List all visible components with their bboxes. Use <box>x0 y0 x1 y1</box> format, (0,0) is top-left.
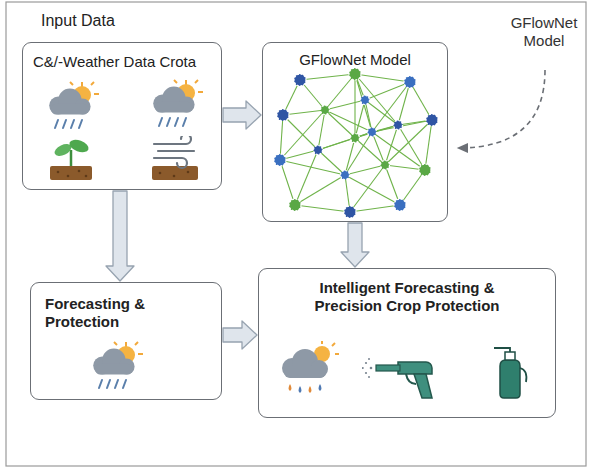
block-arrow <box>341 223 369 267</box>
process-box: Forecasting & Protection <box>30 282 222 400</box>
network-link <box>318 132 372 150</box>
box-title: C&/-Weather Data Crota <box>33 53 211 71</box>
network-node <box>349 68 361 80</box>
network-link <box>425 120 432 170</box>
network-node <box>289 199 301 211</box>
network-link <box>355 74 410 82</box>
network-link <box>350 205 400 212</box>
network-link <box>345 175 400 205</box>
network-node <box>341 171 350 180</box>
network-link <box>345 138 355 175</box>
network-node <box>381 161 390 170</box>
network-link <box>410 82 432 120</box>
network-node <box>368 128 377 137</box>
network-link <box>280 160 345 175</box>
network-link <box>355 125 398 138</box>
box-title: GFlowNet Model <box>271 51 439 69</box>
rain-icon <box>282 341 339 393</box>
network-link <box>372 132 385 165</box>
frame <box>6 2 586 466</box>
network-link <box>345 132 372 175</box>
box-title: Forecasting & Protection <box>45 295 169 331</box>
model-box: GFlowNet Model <box>262 42 448 222</box>
network-node <box>314 146 323 155</box>
network-link <box>295 150 318 205</box>
weather-icon <box>153 80 203 126</box>
sprayer-bottle-icon <box>494 348 526 398</box>
network-link <box>295 205 350 212</box>
spray-gun-icon <box>362 358 432 398</box>
network-node <box>394 121 403 130</box>
network-link <box>398 82 410 125</box>
block-arrow <box>223 101 261 129</box>
network-node <box>351 134 360 143</box>
network-link <box>355 100 365 138</box>
block-arrow <box>223 321 257 349</box>
weather-icon <box>93 342 143 388</box>
network-link <box>398 125 425 170</box>
side-label: GFlowNet Model <box>500 14 588 50</box>
network-node <box>274 154 286 166</box>
network-link <box>280 160 295 205</box>
plant-icon <box>50 137 92 180</box>
network-link <box>325 110 355 138</box>
network-link <box>385 125 398 165</box>
network-node <box>394 199 406 211</box>
network-node <box>426 114 438 126</box>
network-node <box>321 106 330 115</box>
network-link <box>318 110 325 150</box>
network-link <box>280 115 283 160</box>
dashed-arrow <box>458 70 545 148</box>
network-node <box>419 164 431 176</box>
weather-icon <box>49 82 99 128</box>
box-title: Intelligent Forecasting & Precision Crop… <box>292 279 522 315</box>
network-link <box>325 74 355 110</box>
input-box: Input DataC&/-Weather Data Crota <box>22 42 222 190</box>
wind-icon <box>152 134 198 180</box>
network-node <box>404 76 416 88</box>
block-arrow <box>106 191 134 281</box>
network-node <box>344 206 356 218</box>
network-link <box>318 150 345 175</box>
network-link <box>372 132 425 170</box>
network-link <box>355 74 398 125</box>
network-node <box>294 74 306 86</box>
network-graph <box>274 68 438 218</box>
network-node <box>361 96 370 105</box>
network-link <box>283 115 318 150</box>
output-box: Intelligent Forecasting & Precision Crop… <box>258 268 556 418</box>
network-node <box>277 109 289 121</box>
network-link <box>345 165 385 175</box>
network-link <box>400 170 425 205</box>
network-link <box>354 74 355 138</box>
network-link <box>325 100 365 110</box>
section-heading: Input Data <box>41 12 115 30</box>
network-link <box>295 175 345 205</box>
network-link <box>365 100 372 132</box>
network-link <box>300 74 355 80</box>
network-link <box>325 110 372 132</box>
